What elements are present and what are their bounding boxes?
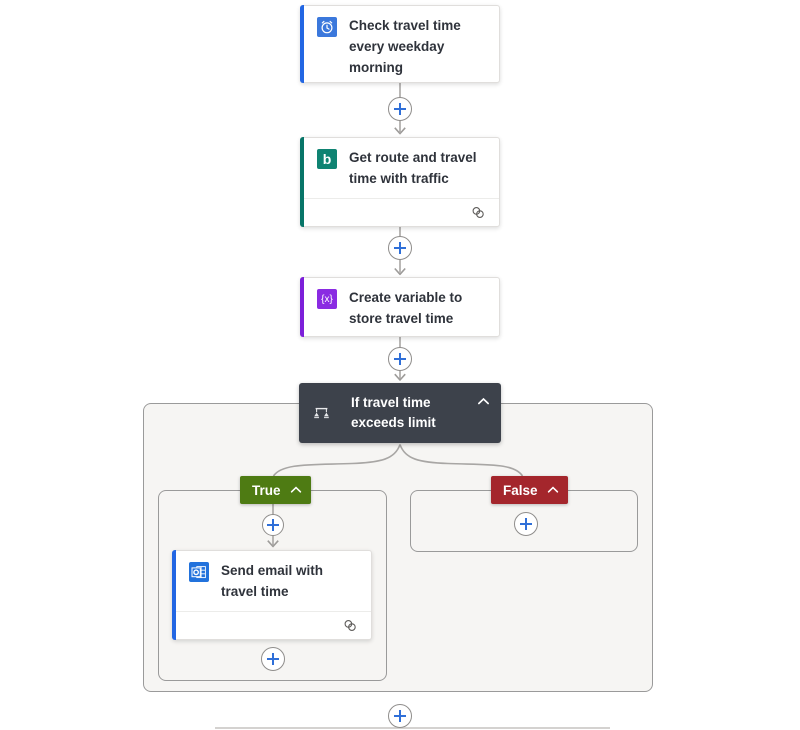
trigger-card-check-travel-time[interactable]: Check travel time every weekday morning — [300, 5, 500, 83]
insert-step-button-after-create-variable[interactable] — [388, 347, 412, 371]
email-accent-bar — [172, 550, 176, 640]
plus-icon — [267, 519, 279, 531]
variable-glyph: {x} — [321, 293, 333, 305]
insert-step-button-after-trigger[interactable] — [388, 97, 412, 121]
insert-step-button-true-branch[interactable] — [262, 514, 284, 536]
false-branch-label: False — [503, 482, 538, 498]
email-title: Send email with travel time — [221, 563, 324, 599]
trigger-title: Check travel time every weekday morning — [349, 18, 461, 75]
insert-step-button-after-condition[interactable] — [388, 704, 412, 728]
plus-icon — [394, 353, 406, 365]
condition-card-if-travel-time[interactable]: If travel time exceeds limit — [299, 383, 501, 443]
route-card-footer — [301, 198, 499, 226]
bing-letter: b — [322, 151, 332, 167]
connection-link-icon[interactable] — [339, 616, 361, 636]
trigger-accent-bar — [300, 5, 304, 83]
variable-icon: {x} — [317, 289, 337, 309]
next-element-edge — [215, 727, 610, 729]
false-branch-badge[interactable]: False — [491, 476, 568, 504]
plus-icon — [394, 710, 406, 722]
plus-icon — [394, 242, 406, 254]
action-card-get-route[interactable]: b Get route and travel time with traffic — [300, 137, 500, 227]
true-branch-label: True — [252, 482, 281, 498]
action-card-send-email[interactable]: Send email with travel time — [172, 550, 372, 640]
variable-accent-bar — [300, 277, 304, 337]
insert-step-button-after-get-route[interactable] — [388, 236, 412, 260]
plus-icon — [520, 518, 532, 530]
condition-title: If travel time exceeds limit — [351, 395, 436, 430]
variable-title: Create variable to store travel time — [349, 290, 463, 326]
route-accent-bar — [300, 137, 304, 227]
plus-icon — [267, 653, 279, 665]
chevron-up-icon[interactable] — [290, 486, 302, 494]
connection-link-icon[interactable] — [467, 203, 489, 223]
chevron-up-icon[interactable] — [475, 394, 491, 408]
condition-icon — [313, 405, 330, 422]
add-action-button-false-branch[interactable] — [514, 512, 538, 536]
email-card-footer — [173, 611, 371, 639]
outlook-icon — [189, 562, 209, 582]
bing-maps-icon: b — [317, 149, 337, 169]
add-action-button-after-send-email[interactable] — [261, 647, 285, 671]
alarm-clock-icon — [317, 17, 337, 37]
true-branch-badge[interactable]: True — [240, 476, 311, 504]
plus-icon — [394, 103, 406, 115]
action-card-create-variable[interactable]: {x} Create variable to store travel time — [300, 277, 500, 337]
route-title: Get route and travel time with traffic — [349, 150, 477, 186]
chevron-up-icon[interactable] — [547, 486, 559, 494]
